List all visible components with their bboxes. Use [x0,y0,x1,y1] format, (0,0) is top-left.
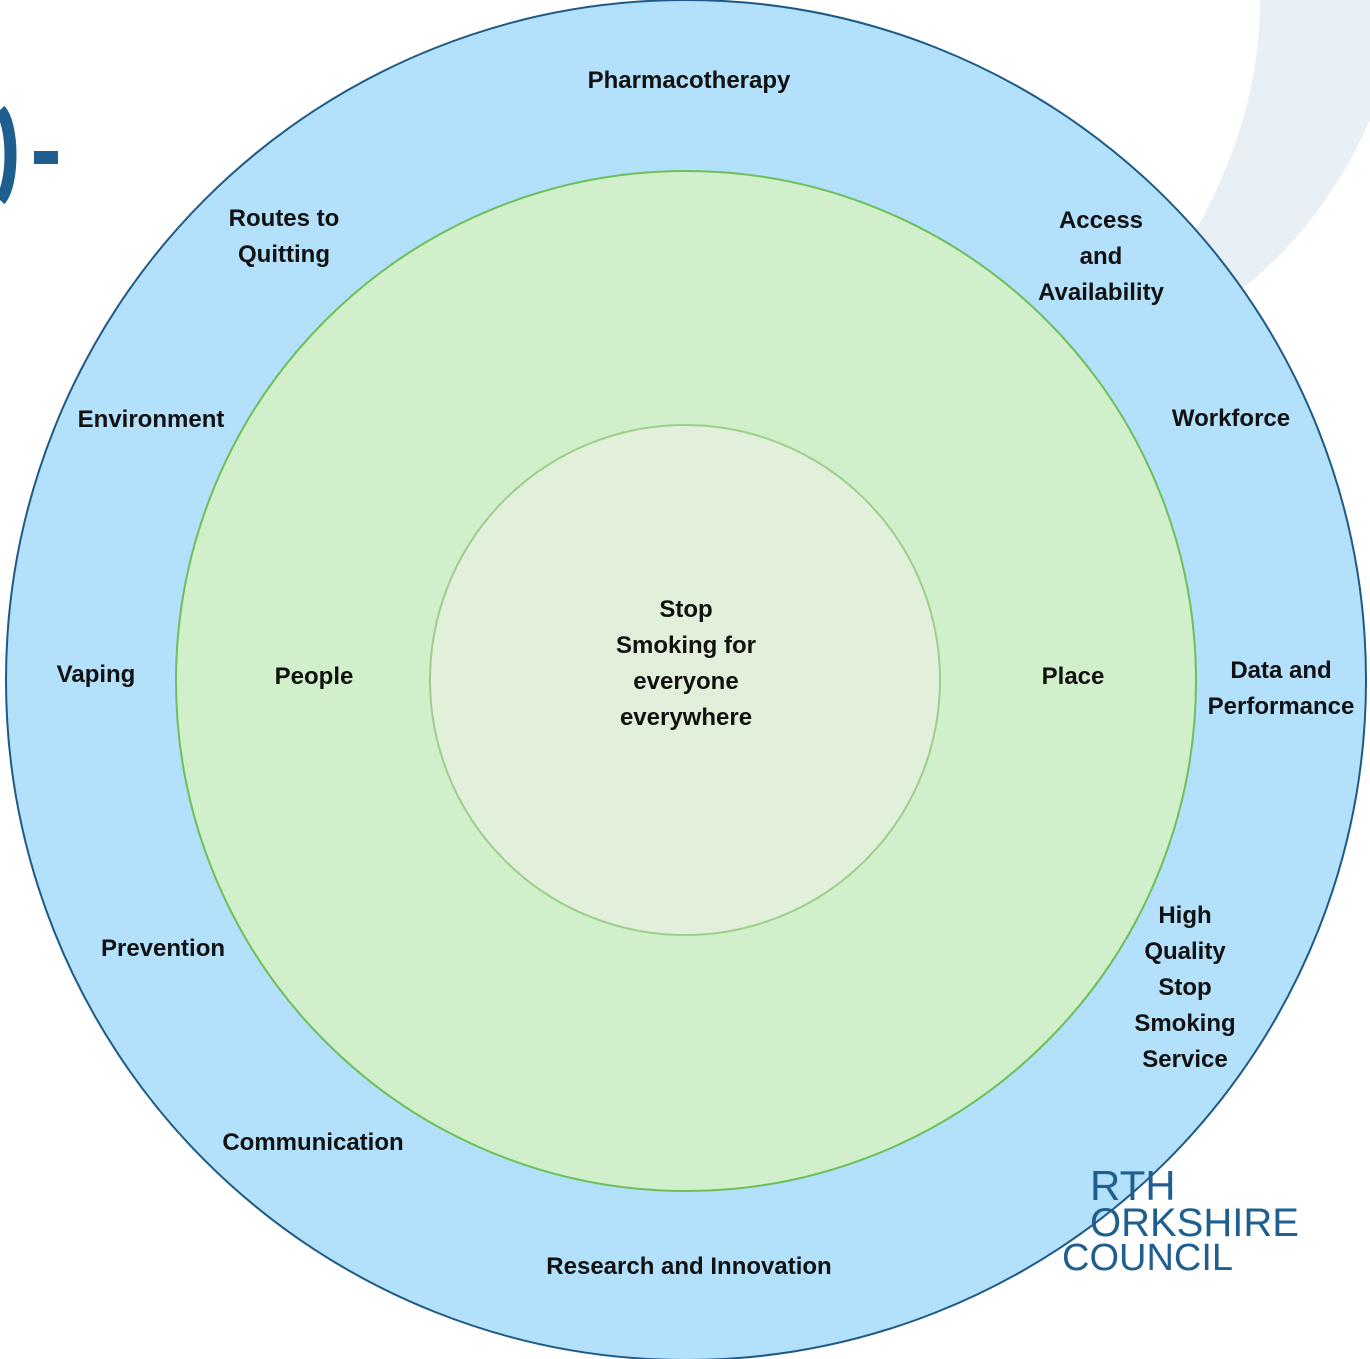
background-swoosh [540,0,1370,360]
routes-to-quitting-label: Routes to Quitting [228,205,340,268]
decorative-arc [0,105,17,205]
data-performance-label: Data and Performance [1207,657,1355,720]
people-label: People [274,663,354,690]
logo-line-1: RTH [1090,1162,1176,1209]
access-availability-label: Access and Availability [1038,207,1164,306]
communication-label: Communication [222,1129,404,1156]
pharmacotherapy-label: Pharmacotherapy [587,67,791,94]
logo-line-2: ORKSHIRE [1090,1201,1299,1245]
place-label: Place [1041,663,1105,690]
center-label: Stop Smoking for everyone everywhere [615,596,757,731]
logo-line-3: COUNCIL [1062,1237,1233,1279]
high-quality-service-label: High Quality Stop Smoking Service [1134,902,1236,1073]
council-logo: RTH ORKSHIRE COUNCIL [1062,1162,1299,1279]
decorative-dash [34,151,58,164]
vaping-label: Vaping [56,661,136,688]
environment-label: Environment [77,406,225,433]
inner-circle [429,424,941,936]
research-innovation-label: Research and Innovation [546,1253,832,1280]
prevention-label: Prevention [100,935,226,962]
workforce-label: Workforce [1171,405,1291,432]
